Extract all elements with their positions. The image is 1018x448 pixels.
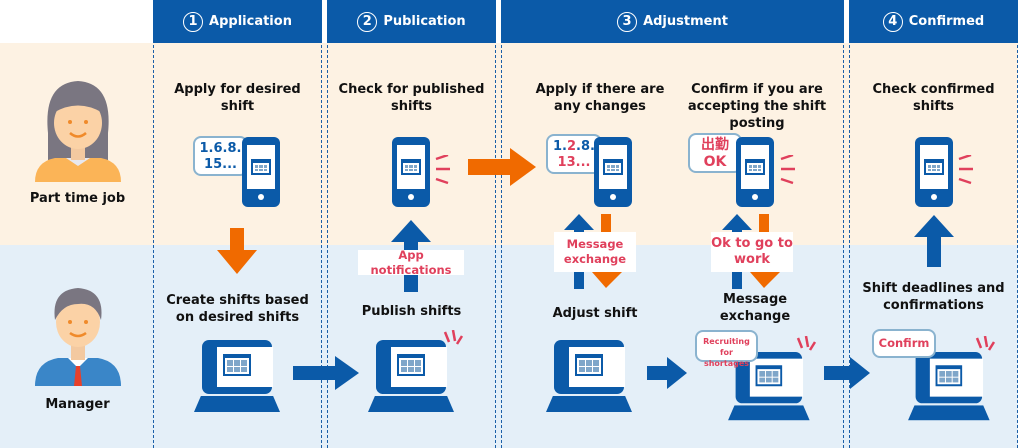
ok-to-go-to-work-label: Ok to go to work <box>711 232 793 272</box>
column-adjustment <box>501 0 844 448</box>
step3-manager-text-message: Message exchange <box>719 292 791 324</box>
step3-worker-text-confirm: Confirm if you are accepting the shift p… <box>687 82 827 131</box>
notification-lines-icon <box>435 155 450 185</box>
step1-worker-text: Apply for desired shift <box>174 82 301 114</box>
notification-lines-icon <box>780 155 795 185</box>
bubble-line: 15... <box>204 157 237 172</box>
step-number: 4 <box>882 11 903 32</box>
bubble-line: OK <box>703 154 727 170</box>
step4-manager-text: Shift deadlines and confirmations <box>862 281 1005 313</box>
down-arrow-icon <box>217 228 257 274</box>
confirm-bubble: Confirm <box>872 329 936 358</box>
up-arrow-icon <box>914 215 954 267</box>
smartphone-icon <box>242 137 280 207</box>
bubble-line: 1.2.8. <box>548 139 600 155</box>
column-publication <box>327 0 496 448</box>
right-arrow-icon <box>647 357 687 389</box>
step3-manager-text-adjust: Adjust shift <box>552 306 638 321</box>
part-time-worker-avatar-icon <box>35 81 121 182</box>
step-header-adjustment: 3 Adjustment <box>501 0 844 43</box>
notification-lines-icon <box>975 336 996 351</box>
step-title: Adjustment <box>643 14 728 29</box>
part-time-lane <box>0 43 1018 245</box>
bubble-text: 2 <box>567 139 577 154</box>
bubble-line: 1.6.8. <box>199 141 242 156</box>
step4-worker-text: Check confirmed shifts <box>872 82 995 114</box>
right-arrow-orange-icon <box>468 148 536 186</box>
manager-lane <box>0 245 1018 448</box>
step-header-application: 1 Application <box>153 0 322 43</box>
notification-lines-icon <box>796 336 817 351</box>
app-notifications-label: App notifications <box>358 248 464 277</box>
smartphone-icon <box>594 137 632 207</box>
step-title: Publication <box>383 14 466 29</box>
step-number: 3 <box>617 11 638 32</box>
message-exchange-label: Message exchange <box>554 232 636 272</box>
smartphone-icon <box>915 137 953 207</box>
right-arrow-icon <box>824 357 870 389</box>
role-label-manager: Manager <box>45 397 110 412</box>
role-label-part-time: Part time job <box>29 191 126 206</box>
right-arrow-icon <box>293 356 359 390</box>
notification-lines-icon <box>958 155 973 185</box>
notification-lines-icon <box>443 330 464 345</box>
step1-manager-text: Create shifts based on desired shifts <box>166 293 309 325</box>
step3-worker-text-changes: Apply if there are any changes <box>535 82 665 114</box>
step-title: Application <box>209 14 292 29</box>
step-header-confirmed: 4 Confirmed <box>849 0 1018 43</box>
step-number: 2 <box>357 11 378 32</box>
smartphone-icon <box>392 137 430 207</box>
manager-avatar-icon <box>35 288 121 386</box>
smartphone-icon <box>736 137 774 207</box>
bubble-text: .8. <box>576 139 595 154</box>
bubble-text: 1. <box>553 139 567 154</box>
step-number: 1 <box>183 11 204 32</box>
step-title: Confirmed <box>908 14 985 29</box>
bubble-line: 13... <box>557 155 591 170</box>
shift-dates-bubble: 1.6.8.15... <box>193 136 248 176</box>
recruiting-bubble: Recruiting for shortages <box>695 330 758 368</box>
column-application <box>153 0 322 448</box>
step2-manager-text: Publish shifts <box>361 304 462 319</box>
bubble-line: 出勤 <box>701 137 729 153</box>
step2-worker-text: Check for published shifts <box>338 82 485 114</box>
step-header-publication: 2 Publication <box>327 0 496 43</box>
